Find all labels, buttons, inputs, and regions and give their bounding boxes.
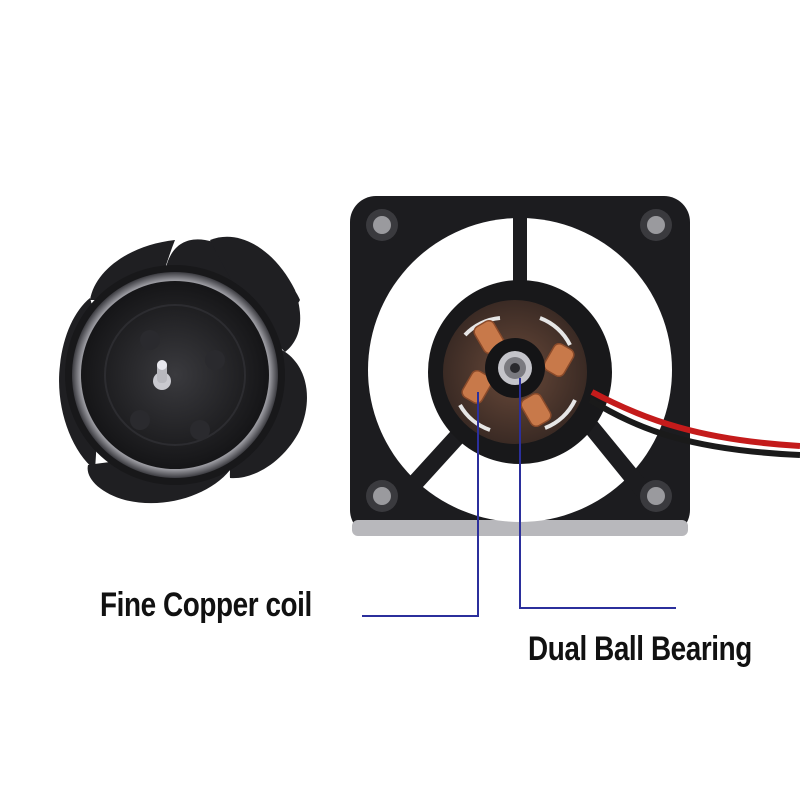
fan-wires — [588, 389, 800, 458]
frame-strut-top — [513, 200, 527, 296]
copper-coil-label: Fine Copper coil — [100, 586, 312, 624]
copper-coil-pointer — [362, 392, 479, 617]
frame-strut-lower-right — [575, 410, 652, 500]
ball-bearing-pointer — [519, 378, 676, 609]
fan-impeller — [59, 236, 307, 504]
pointer-lines — [362, 378, 676, 617]
mounting-holes — [366, 209, 672, 512]
fan-frame — [350, 196, 800, 536]
ball-bearing-label: Dual Ball Bearing — [528, 630, 752, 668]
